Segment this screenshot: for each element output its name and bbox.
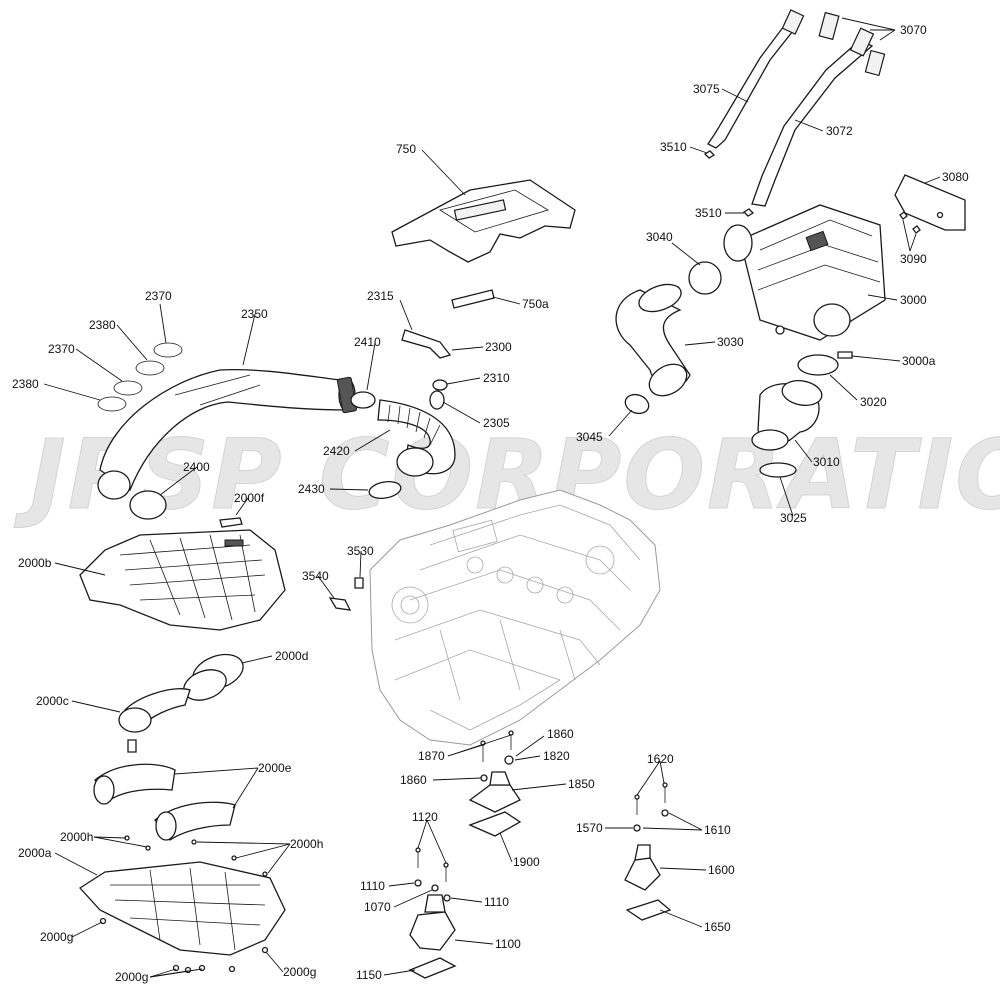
callout-2000h: 2000h [60, 830, 93, 844]
callout-1110: 1110 [484, 895, 509, 909]
callout-3000a: 3000a [902, 354, 936, 368]
callout-3510: 3510 [695, 206, 722, 220]
callout-750: 750 [396, 142, 416, 156]
callout-1600: 1600 [708, 863, 735, 877]
callout-2300: 2300 [485, 340, 512, 354]
callout-2000e: 2000e [258, 761, 292, 775]
callout-3025: 3025 [780, 511, 807, 525]
callout-2315: 2315 [367, 289, 394, 303]
watermark-text: JPSP CORPORATION [14, 419, 1000, 531]
callout-2400: 2400 [183, 460, 210, 474]
callout-2310: 2310 [483, 371, 510, 385]
callout-1820: 1820 [543, 749, 570, 763]
callout-2000f: 2000f [234, 491, 265, 505]
callout-1610: 1610 [704, 823, 731, 837]
callout-2370: 2370 [145, 289, 172, 303]
callout-3010: 3010 [813, 455, 840, 469]
callout-2000d: 2000d [275, 649, 308, 663]
small-brackets [328, 577, 364, 611]
callout-2000c: 2000c [36, 694, 69, 708]
callout-2350: 2350 [241, 307, 268, 321]
callout-2410: 2410 [354, 335, 381, 349]
intake-manifold-group [79, 529, 286, 974]
callout-3075: 3075 [693, 82, 720, 96]
callout-1100: 1100 [495, 937, 521, 951]
callout-2000h: 2000h [290, 837, 323, 851]
callout-1120: 1120 [412, 810, 438, 824]
callout-2000a: 2000a [18, 846, 52, 860]
leader-lines [43, 17, 941, 978]
callout-1870: 1870 [418, 749, 445, 763]
callout-2000g: 2000g [283, 965, 316, 979]
callout-1860: 1860 [547, 727, 574, 741]
callout-3070: 3070 [900, 23, 927, 37]
callout-2000b: 2000b [18, 556, 52, 570]
intake-pipes [97, 329, 456, 528]
callout-3000: 3000 [900, 293, 927, 307]
callout-2380: 2380 [89, 318, 116, 332]
callout-2305: 2305 [483, 416, 510, 430]
callout-1650: 1650 [704, 920, 731, 934]
callout-3030: 3030 [717, 335, 744, 349]
callout-3020: 3020 [860, 395, 887, 409]
engine-mounts [408, 730, 672, 979]
callout-2420: 2420 [323, 444, 350, 458]
callout-2370: 2370 [48, 342, 75, 356]
callout-2430: 2430 [298, 482, 325, 496]
callout-3510: 3510 [660, 140, 687, 154]
callout-2000g: 2000g [40, 930, 73, 944]
callout-2000g: 2000g [115, 970, 148, 984]
callout-2380: 2380 [12, 377, 39, 391]
callout-1850: 1850 [568, 777, 595, 791]
intercooler-hoses [615, 261, 839, 478]
callout-3090: 3090 [900, 252, 927, 266]
callout-3072: 3072 [826, 124, 853, 138]
callout-1150: 1150 [356, 968, 382, 982]
intercooler-group [703, 9, 966, 359]
callout-1860: 1860 [400, 773, 427, 787]
callout-3530: 3530 [347, 544, 374, 558]
callout-3045: 3045 [576, 430, 603, 444]
callout-3040: 3040 [646, 230, 673, 244]
engine-cover-group [391, 179, 576, 309]
callout-1070: 1070 [364, 900, 391, 914]
engine-assembly [369, 489, 661, 746]
callout-3080: 3080 [942, 170, 969, 184]
callout-labels: 3070 3075 3072 3510 3510 3080 3090 3040 … [12, 23, 969, 984]
callout-1570: 1570 [576, 821, 603, 835]
callout-1900: 1900 [513, 855, 540, 869]
callout-3540: 3540 [302, 569, 329, 583]
callout-1110: 1110 [360, 879, 385, 893]
callout-1620: 1620 [647, 752, 674, 766]
callout-750a: 750a [522, 297, 549, 311]
